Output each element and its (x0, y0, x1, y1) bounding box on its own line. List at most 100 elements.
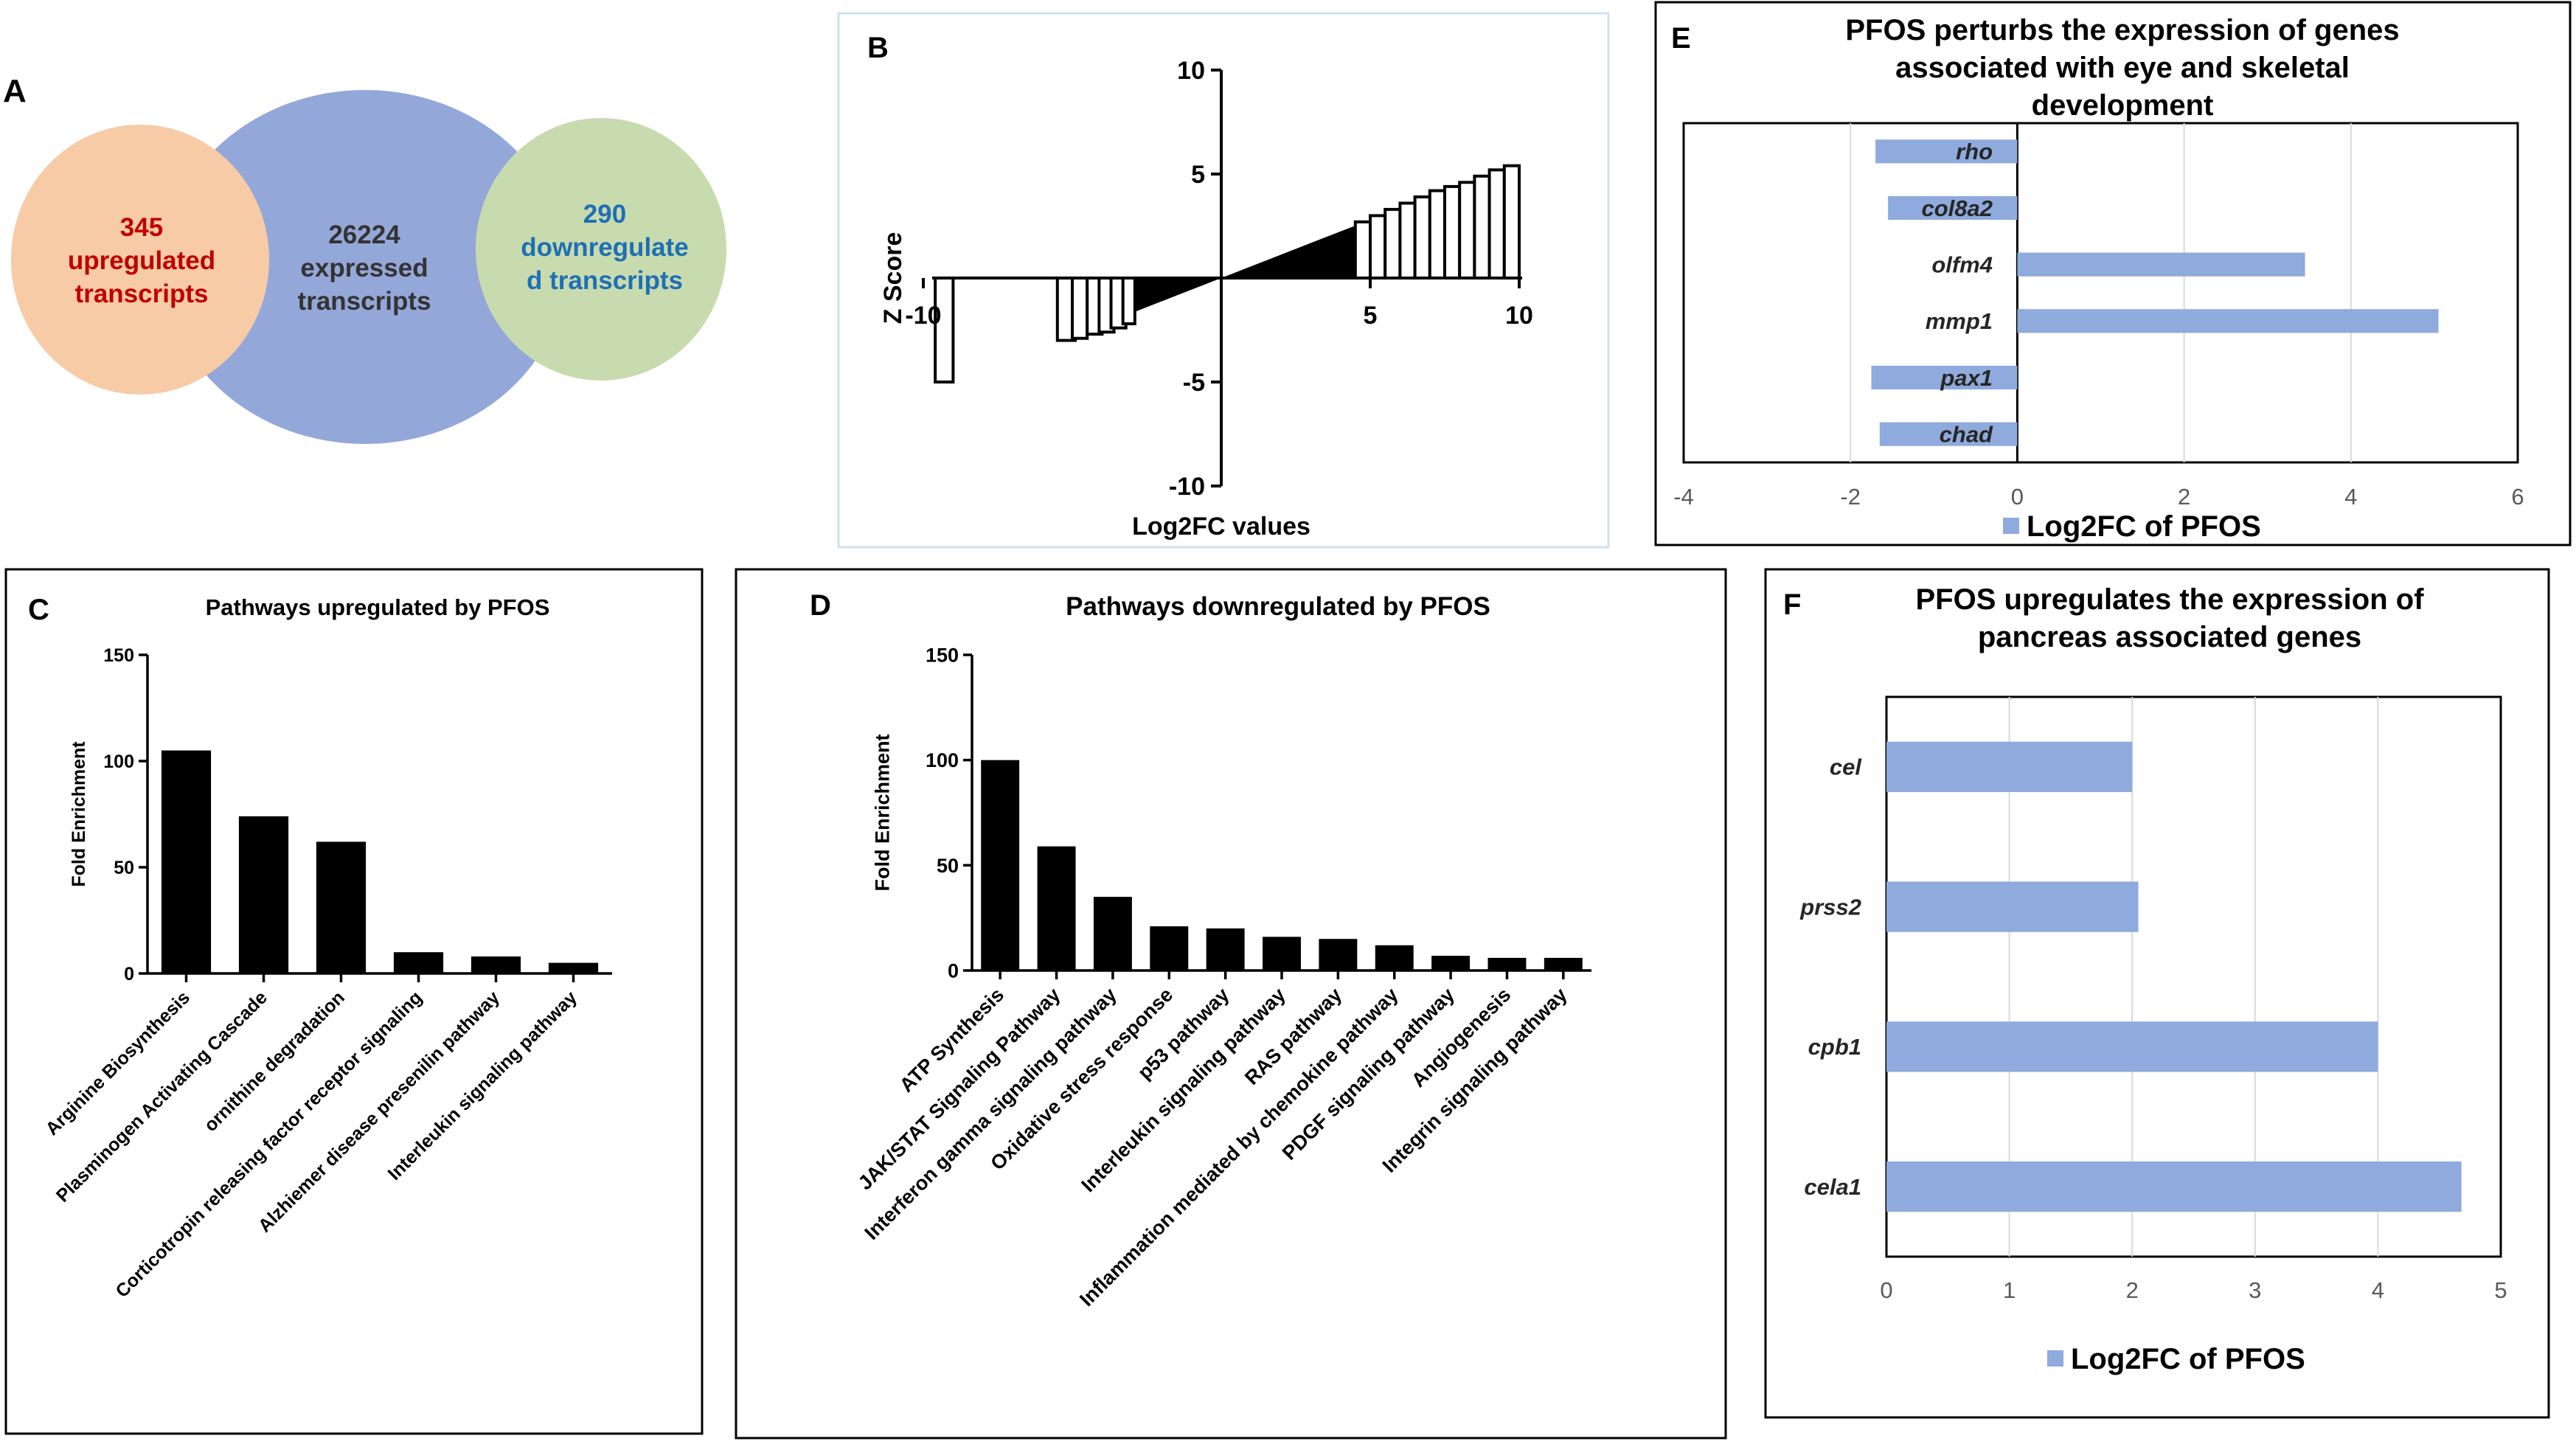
panel-e-letter: E (1671, 22, 1691, 55)
panel-c-letter: C (28, 594, 49, 626)
panel-b-ytick-label: -10 (1169, 473, 1205, 501)
panel-d-bar (981, 760, 1020, 970)
panel-b-xlabel: Log2FC values (1132, 513, 1310, 541)
panel-f-category-label: cpb1 (1808, 1034, 1861, 1060)
panel-e-title-line3: development (2032, 89, 2214, 122)
panel-f-category-label: cel (1830, 754, 1862, 780)
panel-e-bar (1888, 195, 2018, 221)
panel-e-category-label: col8a2 (1921, 195, 1993, 221)
panel-c-bar (471, 956, 521, 973)
panel-b-letter: B (867, 32, 889, 64)
panel-e-bar (2017, 252, 2305, 277)
venn-middle-circle (164, 90, 566, 444)
panel-e-title-line2: associated with eye and skeletal (1895, 52, 2350, 84)
panel-e-bar (1879, 422, 2018, 446)
panel-c-ytick-label: 100 (103, 751, 134, 772)
panel-e-category-label: olfm4 (1931, 252, 1993, 278)
panel-e-bar (2017, 309, 2439, 333)
panel-e-xtick-label: -2 (1840, 484, 1861, 510)
panel-c-frame (4, 568, 704, 1435)
panel-e-plot-area (1682, 122, 2519, 464)
venn-up-line1: upregulated (68, 246, 215, 275)
panel-c-ytick-label: 150 (103, 645, 134, 666)
panel-e-bar (1875, 139, 2018, 164)
panel-d-bar (1375, 945, 1414, 970)
panel-d-bar (1544, 957, 1583, 970)
panel-d-bar (1037, 846, 1076, 970)
panel-f-bar (1886, 1161, 2462, 1212)
panel-e-xtick-label: 2 (2178, 484, 2190, 510)
panel-d-ytick-label: 150 (926, 644, 959, 666)
panel-e-xtick-label: -4 (1673, 484, 1694, 510)
panel-c-ylabel: Fold Enrichment (69, 741, 89, 887)
venn-up-line2: transcripts (75, 279, 209, 308)
panel-e-legend-label: Log2FC of PFOS (2027, 510, 2261, 543)
panel-b-ylabel: Z Score (879, 232, 907, 324)
venn-up-count: 345 (120, 213, 163, 242)
panel-b-bar (1121, 277, 1136, 326)
panel-e-category-label: chad (1940, 422, 1993, 448)
panel-e-title-line1: PFOS perturbs the expression of genes (1845, 14, 2399, 46)
panel-d-bar (1487, 957, 1527, 970)
panel-e: E PFOS perturbs the expression of genes … (1654, 1, 2572, 546)
panel-a-letter: A (3, 73, 27, 109)
panel-c-bar (548, 962, 599, 973)
panel-b-bar (1071, 277, 1089, 340)
panel-e-legend-swatch (2003, 518, 2019, 534)
panel-b-bar (934, 277, 955, 383)
panel-e-xtick-label: 0 (2011, 484, 2024, 510)
panel-d: D Pathways downregulated by PFOS Fold En… (735, 568, 1727, 1440)
panel-b-ytick-label: -5 (1183, 369, 1205, 397)
panel-b-bar (1443, 184, 1462, 279)
panel-d-ylabel: Fold Enrichment (871, 734, 893, 891)
panel-b-bar (1458, 181, 1476, 279)
panel-b-frame (837, 12, 1610, 549)
panel-d-bar (1150, 926, 1189, 970)
panel-b-xtick-label: 5 (1364, 302, 1378, 330)
panel-d-title: Pathways downregulated by PFOS (1066, 592, 1490, 621)
venn-expressed-line1: expressed (300, 254, 428, 282)
panel-f-letter: F (1783, 588, 1801, 621)
panel-c-ytick-label: 0 (124, 964, 134, 985)
panel-f-xtick-label: 1 (2003, 1277, 2016, 1303)
panel-c-bar (161, 750, 212, 973)
panel-f-xtick-label: 3 (2249, 1277, 2261, 1303)
panel-d-ytick-label: 0 (948, 959, 959, 982)
venn-down-line2: d transcripts (527, 266, 683, 295)
panel-e-category-label: mmp1 (1926, 308, 1993, 334)
panel-e-bar (1871, 365, 2018, 390)
panel-d-frame (735, 568, 1727, 1440)
panel-b-bar (1487, 168, 1506, 279)
panel-f-xtick-label: 5 (2494, 1277, 2507, 1303)
venn-down-count: 290 (583, 200, 626, 229)
panel-e-xtick-label: 4 (2344, 484, 2357, 510)
panel-b-bar (1502, 164, 1521, 279)
panel-f-bar (1886, 741, 2133, 793)
panel-f-category-label: prss2 (1799, 894, 1861, 920)
panel-b-dense-bars (1093, 222, 1364, 328)
panel-f-bar (1886, 881, 2139, 932)
panel-b-bar (1473, 174, 1491, 279)
panel-b-xtick-label: 10 (1505, 302, 1533, 330)
panel-d-bar (1093, 897, 1132, 970)
panel-b-bar (1353, 220, 1372, 279)
panel-d-letter: D (810, 589, 831, 622)
venn-expressed-line2: transcripts (298, 287, 431, 316)
panel-f-legend-swatch (2047, 1350, 2063, 1367)
venn-down-line1: downregulate (521, 233, 689, 262)
panel-f-frame (1764, 568, 2550, 1419)
panel-c-bar (238, 816, 289, 973)
panel-f: F PFOS upregulates the expression of pan… (1764, 568, 2550, 1419)
panel-b-bar (1413, 195, 1431, 279)
panel-f-bar (1886, 1021, 2378, 1072)
panel-f-title-line2: pancreas associated genes (1978, 621, 2361, 653)
panel-c-bar (316, 841, 367, 973)
panel-b-bar (1384, 207, 1402, 279)
panel-d-ytick-label: 100 (926, 749, 959, 771)
panel-e-category-label: pax1 (1940, 365, 1993, 391)
panel-c-bar (393, 952, 444, 973)
panel-b-ytick-label: 5 (1191, 161, 1205, 189)
panel-f-category-label: cela1 (1804, 1174, 1861, 1200)
venn-expressed-count: 26224 (328, 221, 400, 249)
